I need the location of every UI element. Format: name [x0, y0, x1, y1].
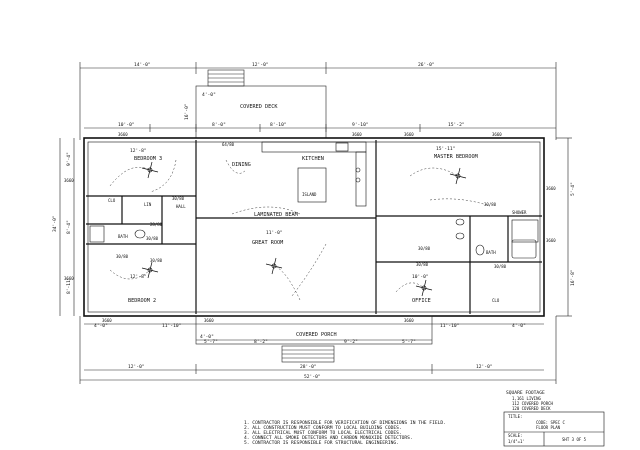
room-kitchen: KITCHEN	[302, 156, 324, 162]
label-clo2: CLO	[492, 298, 500, 303]
sheet-number: SHT 3 OF 5	[562, 437, 587, 442]
covered-porch	[195, 315, 433, 363]
sqft-line: 112 COVERED PORCH	[512, 401, 554, 406]
dim-left-3: 8'-11"	[66, 277, 72, 294]
deck-dim-left: 4'-0"	[202, 92, 216, 98]
note-line: 1. CONTRACTOR IS RESPONSIBLE FOR VERIFIC…	[244, 420, 446, 426]
room-island: ISLAND	[302, 192, 317, 197]
dim-top-inner-3: 8'-10"	[270, 122, 287, 128]
room-bedroom2: BEDROOM 2	[128, 298, 156, 304]
dim-left-2: 8'-4"	[66, 220, 72, 234]
note-line: 2. ALL CONSTRUCTION MUST CONFORM TO LOCA…	[244, 425, 402, 431]
door-tag: 30/80	[416, 262, 429, 267]
dim-top-2: 12'-0"	[252, 62, 269, 68]
dim-bottom-inner-2: 11'-10"	[162, 323, 181, 329]
deck-dim-depth: 16'-0"	[184, 103, 190, 120]
title-label: TITLE:	[508, 414, 522, 419]
label-hall: HALL	[176, 204, 186, 209]
dim-bottom-inner-8: 4'-0"	[512, 323, 526, 329]
window-tag: 3660	[204, 318, 214, 323]
dim-bottom-mid-1: 12'-0"	[128, 364, 145, 370]
dim-bottom-inner-3: 5'-7"	[204, 339, 218, 345]
room-great-room: GREAT ROOM	[252, 240, 283, 246]
kitchen-counters	[261, 141, 367, 207]
deck-label: COVERED DECK	[240, 104, 278, 110]
dim-top-1: 14'-0"	[134, 62, 151, 68]
room-master-dim: 15'-11"	[436, 146, 455, 152]
dim-right-1: 5'-4"	[570, 182, 576, 196]
door-tag: 30/80	[150, 258, 163, 263]
door-tag: 30/80	[494, 264, 507, 269]
dim-top-inner-1: 10'-0"	[118, 122, 135, 128]
window-tag: 3660	[546, 186, 556, 191]
room-great-room-dim: 11'-0"	[266, 230, 283, 236]
general-notes: 1. CONTRACTOR IS RESPONSIBLE FOR VERIFIC…	[244, 420, 446, 446]
label-lin: LIN	[144, 202, 152, 207]
dim-bottom-mid-3: 12'-0"	[476, 364, 493, 370]
door-tag: 30/80	[484, 202, 497, 207]
window-tag: 3660	[404, 132, 414, 137]
room-office: OFFICE	[412, 298, 431, 304]
label-bath2: BATH	[486, 250, 496, 255]
window-tag: 3660	[404, 318, 414, 323]
note-line: 5. CONTRACTOR IS RESPONSIBLE FOR STRUCTU…	[244, 440, 399, 446]
porch-label: COVERED PORCH	[296, 332, 337, 338]
sqft-line: 120 COVERED DECK	[512, 406, 551, 411]
dim-bottom-inner-7: 11'-10"	[440, 323, 459, 329]
dim-top-inner-2: 8'-0"	[212, 122, 226, 128]
label-shower: SHOWER	[512, 210, 527, 215]
note-line: 3. ALL ELECTRICAL MUST CONFORM TO LOCAL …	[244, 430, 402, 436]
interior-walls	[86, 140, 542, 314]
dim-bottom-inner-5: 9'-2"	[344, 339, 358, 345]
dim-right-2: 16'-8"	[570, 269, 576, 286]
electrical-runs	[109, 159, 491, 301]
room-office-dim: 10'-0"	[412, 274, 429, 280]
door-tag: 30/80	[172, 196, 185, 201]
title-line: CODE: SPEC C	[536, 420, 565, 425]
window-tag: 3660	[492, 132, 502, 137]
room-bedroom2-dim: 12'-8"	[130, 274, 147, 280]
label-bath: BATH	[118, 234, 128, 239]
window-tag: 3660	[64, 276, 74, 281]
sqft-title: SQUARE FOOTAGE	[506, 390, 545, 396]
window-tag: 3660	[546, 238, 556, 243]
window-tag: 3660	[102, 318, 112, 323]
title-block	[503, 411, 605, 447]
window-tag: 3660	[118, 132, 128, 137]
window-tag: 3660	[64, 178, 74, 183]
door-tag: 30/80	[116, 254, 129, 259]
dim-left-total: 34'-0"	[52, 215, 58, 232]
dim-bottom-inner-4: 8'-2"	[254, 339, 268, 345]
title-line: FLOOR PLAN	[536, 425, 561, 430]
dim-top-inner-4: 9'-10"	[352, 122, 369, 128]
ceiling-fans	[141, 161, 467, 297]
porch-dim: 4'-0"	[200, 334, 214, 340]
door-tag: 64/80	[222, 142, 235, 147]
dim-bottom-inner-1: 4'-0"	[94, 323, 108, 329]
bath-fixtures	[89, 218, 539, 259]
note-line: 4. CONNECT ALL SMOKE DETECTORS AND CARBO…	[244, 435, 413, 441]
scale-label: SCALE:	[508, 433, 522, 438]
dim-top-3: 26'-0"	[418, 62, 435, 68]
window-tag: 3660	[352, 132, 362, 137]
dim-bottom-mid-2: 28'-0"	[300, 364, 317, 370]
label-clo: CLO	[108, 198, 116, 203]
room-bedroom3: BEDROOM 3	[134, 156, 162, 162]
door-tag: 30/80	[418, 246, 431, 251]
dim-bottom-inner-6: 5'-7"	[402, 339, 416, 345]
dim-left-1: 9'-4"	[66, 152, 72, 166]
door-tag: 30/80	[146, 236, 159, 241]
bottom-dimension-lines	[79, 316, 557, 384]
sqft-line: 1,161 LIVING	[512, 396, 541, 401]
dim-bottom-total: 52'-0"	[304, 374, 321, 380]
dim-top-inner-5: 15'-2"	[448, 122, 465, 128]
room-master: MASTER BEDROOM	[434, 154, 478, 160]
laminated-beam: LAMINATED BEAM	[254, 212, 298, 218]
room-bedroom3-dim: 12'-8"	[130, 148, 147, 154]
door-tag: 28/80	[150, 222, 163, 227]
side-dimension-lines	[59, 137, 572, 317]
room-dining: DINING	[232, 162, 251, 168]
scale-value: 1/4"=1'	[508, 439, 525, 444]
